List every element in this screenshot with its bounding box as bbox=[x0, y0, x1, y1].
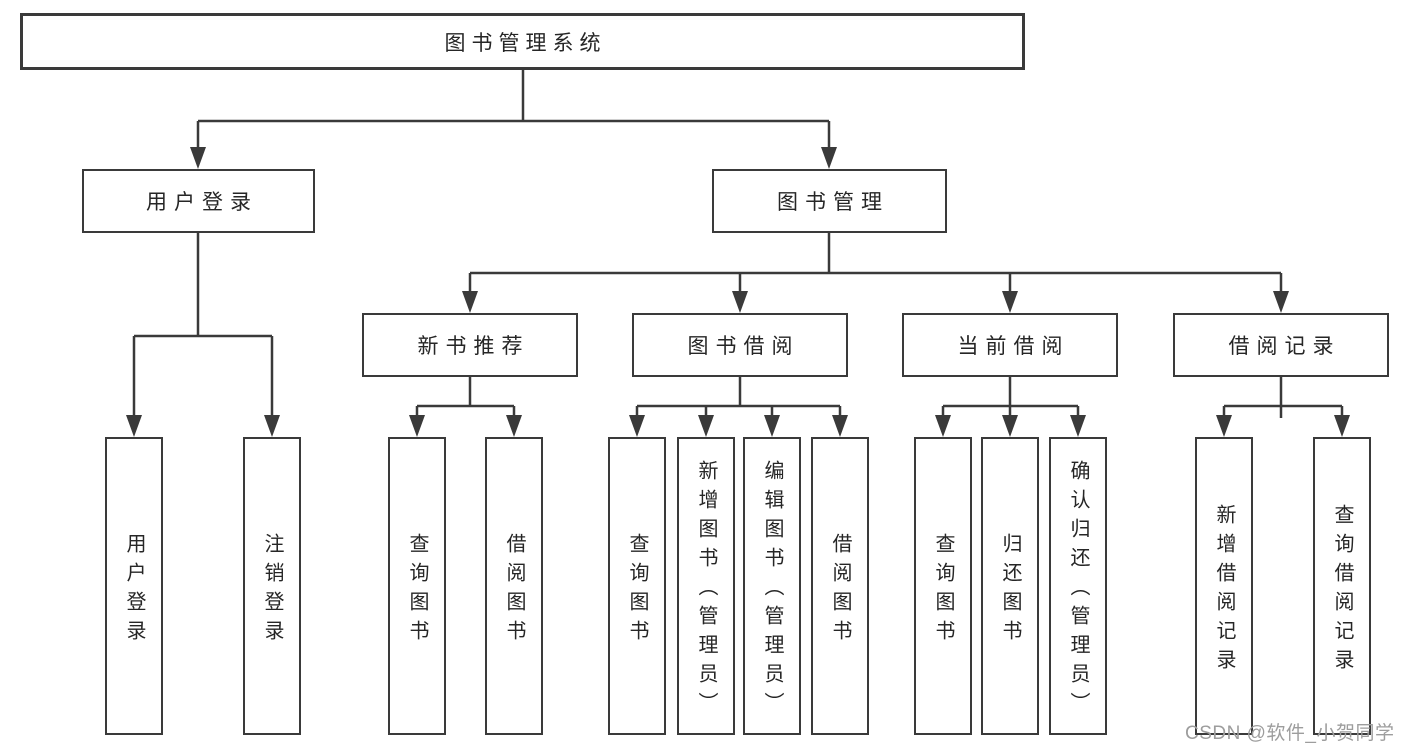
edges-current-borrowing-children bbox=[935, 377, 1086, 437]
leaf-query-borrow-record-label: 查询借阅记录 bbox=[1331, 503, 1353, 678]
node-book-management-label: 图书管理 bbox=[777, 191, 889, 214]
leaf-confirm-return-admin-label: 确认归还（管理员） bbox=[1067, 460, 1089, 721]
node-user-login: 用户登录 bbox=[82, 169, 315, 233]
leaf-query-books-borrowing: 查询图书 bbox=[608, 437, 666, 735]
node-borrowing-records-label: 借阅记录 bbox=[1228, 335, 1341, 358]
leaf-edit-book-admin-label: 编辑图书（管理员） bbox=[761, 460, 783, 721]
leaf-query-books-current-label: 查询图书 bbox=[932, 532, 954, 649]
edges-root-to-level2 bbox=[190, 70, 837, 169]
edges-borrowing-records-children bbox=[1216, 377, 1350, 437]
leaf-query-borrow-record: 查询借阅记录 bbox=[1313, 437, 1371, 735]
node-root-label: 图书管理系统 bbox=[444, 31, 607, 55]
node-book-management: 图书管理 bbox=[712, 169, 947, 233]
leaf-borrow-books-recommend: 借阅图书 bbox=[485, 437, 543, 735]
leaf-query-books-recommend: 查询图书 bbox=[388, 437, 446, 735]
leaf-user-login-label: 用户登录 bbox=[123, 532, 145, 649]
node-current-borrowing-label: 当前借阅 bbox=[957, 335, 1070, 358]
leaf-borrow-books-borrowing: 借阅图书 bbox=[811, 437, 869, 735]
edges-book-borrowing-children bbox=[629, 377, 848, 437]
leaf-logout-label: 注销登录 bbox=[261, 532, 283, 649]
leaf-borrow-books-recommend-label: 借阅图书 bbox=[503, 532, 525, 649]
leaf-return-books-label: 归还图书 bbox=[999, 532, 1021, 649]
leaf-add-borrow-record-label: 新增借阅记录 bbox=[1213, 503, 1235, 678]
leaf-return-books: 归还图书 bbox=[981, 437, 1039, 735]
leaf-edit-book-admin: 编辑图书（管理员） bbox=[743, 437, 801, 735]
node-borrowing-records: 借阅记录 bbox=[1173, 313, 1389, 377]
leaf-query-books-borrowing-label: 查询图书 bbox=[626, 532, 648, 649]
leaf-user-login: 用户登录 bbox=[105, 437, 163, 735]
leaf-query-books-current: 查询图书 bbox=[914, 437, 972, 735]
leaf-logout: 注销登录 bbox=[243, 437, 301, 735]
node-book-borrowing: 图书借阅 bbox=[632, 313, 848, 377]
edges-user-login-children bbox=[126, 233, 280, 437]
node-current-borrowing: 当前借阅 bbox=[902, 313, 1118, 377]
edges-book-management-children bbox=[462, 233, 1289, 313]
node-user-login-label: 用户登录 bbox=[146, 191, 258, 214]
csdn-watermark: CSDN @软件_小贺同学 bbox=[1185, 723, 1395, 744]
edges-new-book-recommend-children bbox=[409, 377, 522, 437]
leaf-add-book-admin-label: 新增图书（管理员） bbox=[695, 460, 717, 721]
node-new-book-recommend: 新书推荐 bbox=[362, 313, 578, 377]
node-new-book-recommend-label: 新书推荐 bbox=[417, 335, 530, 358]
leaf-add-borrow-record: 新增借阅记录 bbox=[1195, 437, 1253, 735]
node-book-borrowing-label: 图书借阅 bbox=[687, 335, 800, 358]
leaf-borrow-books-borrowing-label: 借阅图书 bbox=[829, 532, 851, 649]
leaf-confirm-return-admin: 确认归还（管理员） bbox=[1049, 437, 1107, 735]
leaf-add-book-admin: 新增图书（管理员） bbox=[677, 437, 735, 735]
node-root: 图书管理系统 bbox=[20, 13, 1025, 70]
leaf-query-books-recommend-label: 查询图书 bbox=[406, 532, 428, 649]
